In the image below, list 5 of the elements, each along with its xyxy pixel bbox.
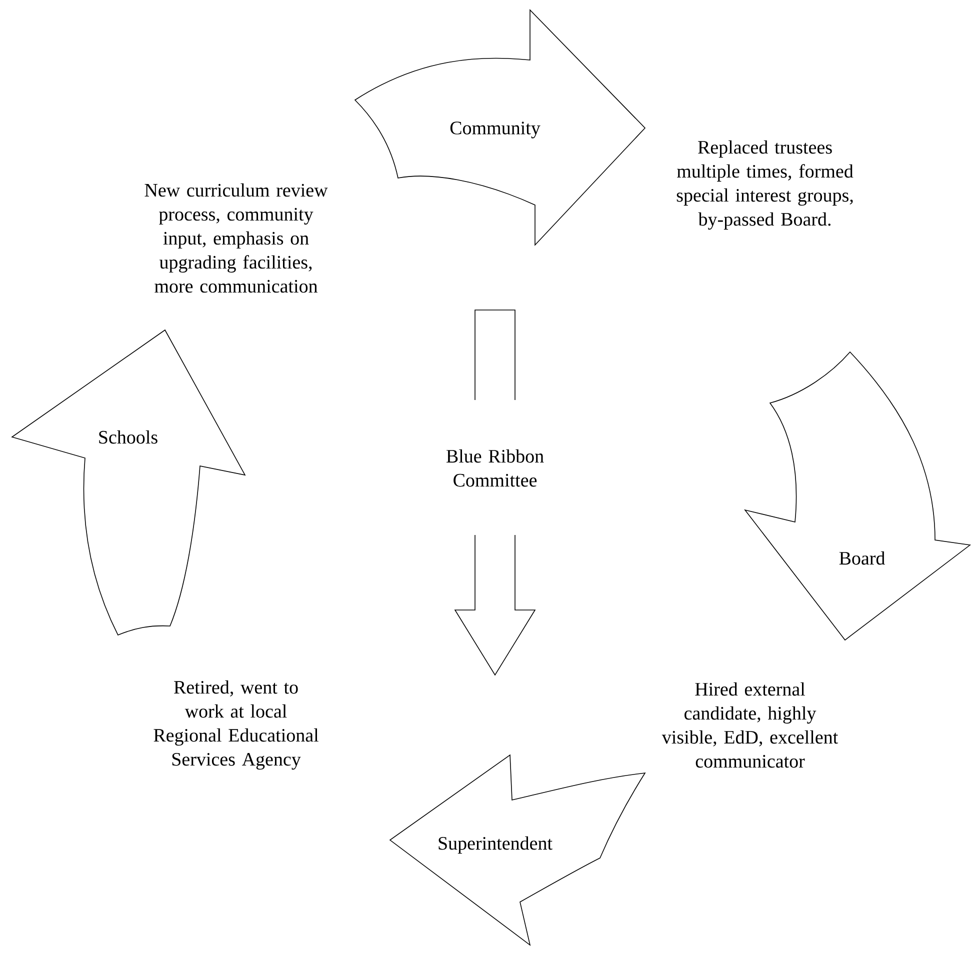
note-text: New curriculum review process, community input, emphasis on upgrading facilities, more communication <box>144 183 328 293</box>
node-label: Blue Ribbon Committee <box>446 449 544 487</box>
note-text: Retired, went to work at local Regional Educational Services Agency <box>154 680 318 770</box>
note-text: Replaced trustees multiple times, formed special interest groups, by-passed Board. <box>676 140 854 230</box>
note-text: Hired external candidate, highly visible, EdD, excellent communicator <box>662 682 838 768</box>
